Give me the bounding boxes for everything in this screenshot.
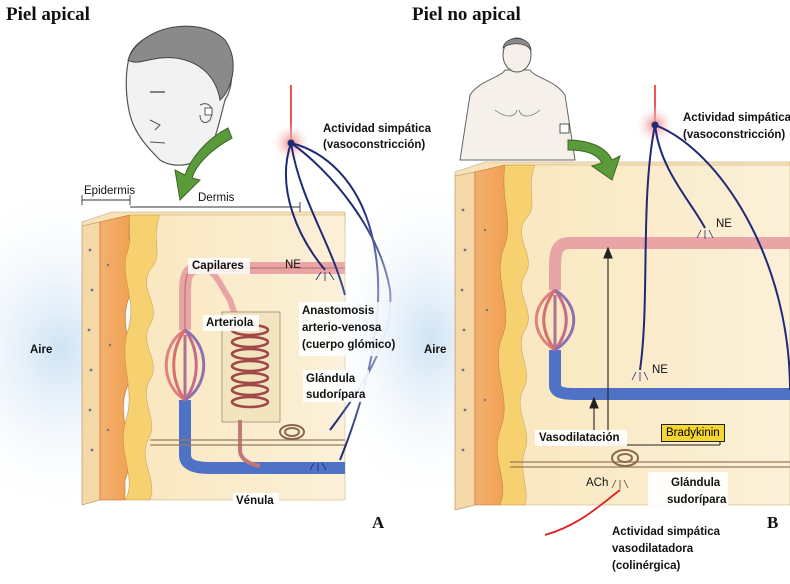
label-vasodil-3: (colinérgica) — [612, 559, 680, 573]
label-ne-b-mid: NE — [652, 363, 668, 377]
label-ne-a: NE — [285, 258, 301, 272]
label-anastomosis-3: (cuerpo glómico) — [302, 338, 395, 352]
label-dermis: Dermis — [198, 191, 234, 205]
label-ach: ACh — [586, 476, 608, 490]
panel-b-letter: B — [767, 513, 778, 533]
torso-illustration-b — [460, 38, 575, 160]
label-ne-b-top: NE — [716, 217, 732, 231]
label-actividad-b-2: (vasoconstricción) — [683, 128, 785, 142]
label-vasodilatacion: Vasodilatación — [539, 431, 620, 445]
bradykinin-box: Bradykinin — [661, 424, 725, 442]
label-arteriola: Arteriola — [206, 316, 253, 330]
panel-b-title: Piel no apical — [412, 4, 521, 26]
label-capilares: Capilares — [192, 259, 244, 273]
stratum-b — [455, 172, 475, 510]
stratum-a — [82, 222, 100, 505]
label-anastomosis-2: arterio-venosa — [302, 321, 381, 335]
label-anastomosis-1: Anastomosis — [302, 304, 374, 318]
label-vasodil-2: vasodilatadora — [612, 542, 693, 556]
label-epidermis: Epidermis — [84, 184, 135, 198]
label-actividad-a-2: (vasoconstricción) — [323, 138, 425, 152]
label-glandula-a-1: Glándula — [306, 372, 355, 386]
dermis-layer-b — [520, 165, 790, 505]
label-actividad-a-1: Actividad simpática — [323, 122, 431, 136]
label-venula: Vénula — [236, 494, 274, 508]
label-glandula-a-2: sudorípara — [306, 388, 365, 402]
panel-a-letter: A — [372, 513, 384, 533]
label-aire-a: Aire — [30, 343, 52, 357]
label-aire-b: Aire — [424, 343, 446, 357]
label-glandula-b-2: sudorípara — [667, 493, 726, 507]
label-glandula-b-1: Glándula — [671, 476, 720, 490]
panel-a-title: Piel apical — [6, 4, 90, 26]
label-actividad-b-1: Actividad simpática — [683, 111, 790, 125]
label-vasodil-1: Actividad simpática — [612, 525, 720, 539]
